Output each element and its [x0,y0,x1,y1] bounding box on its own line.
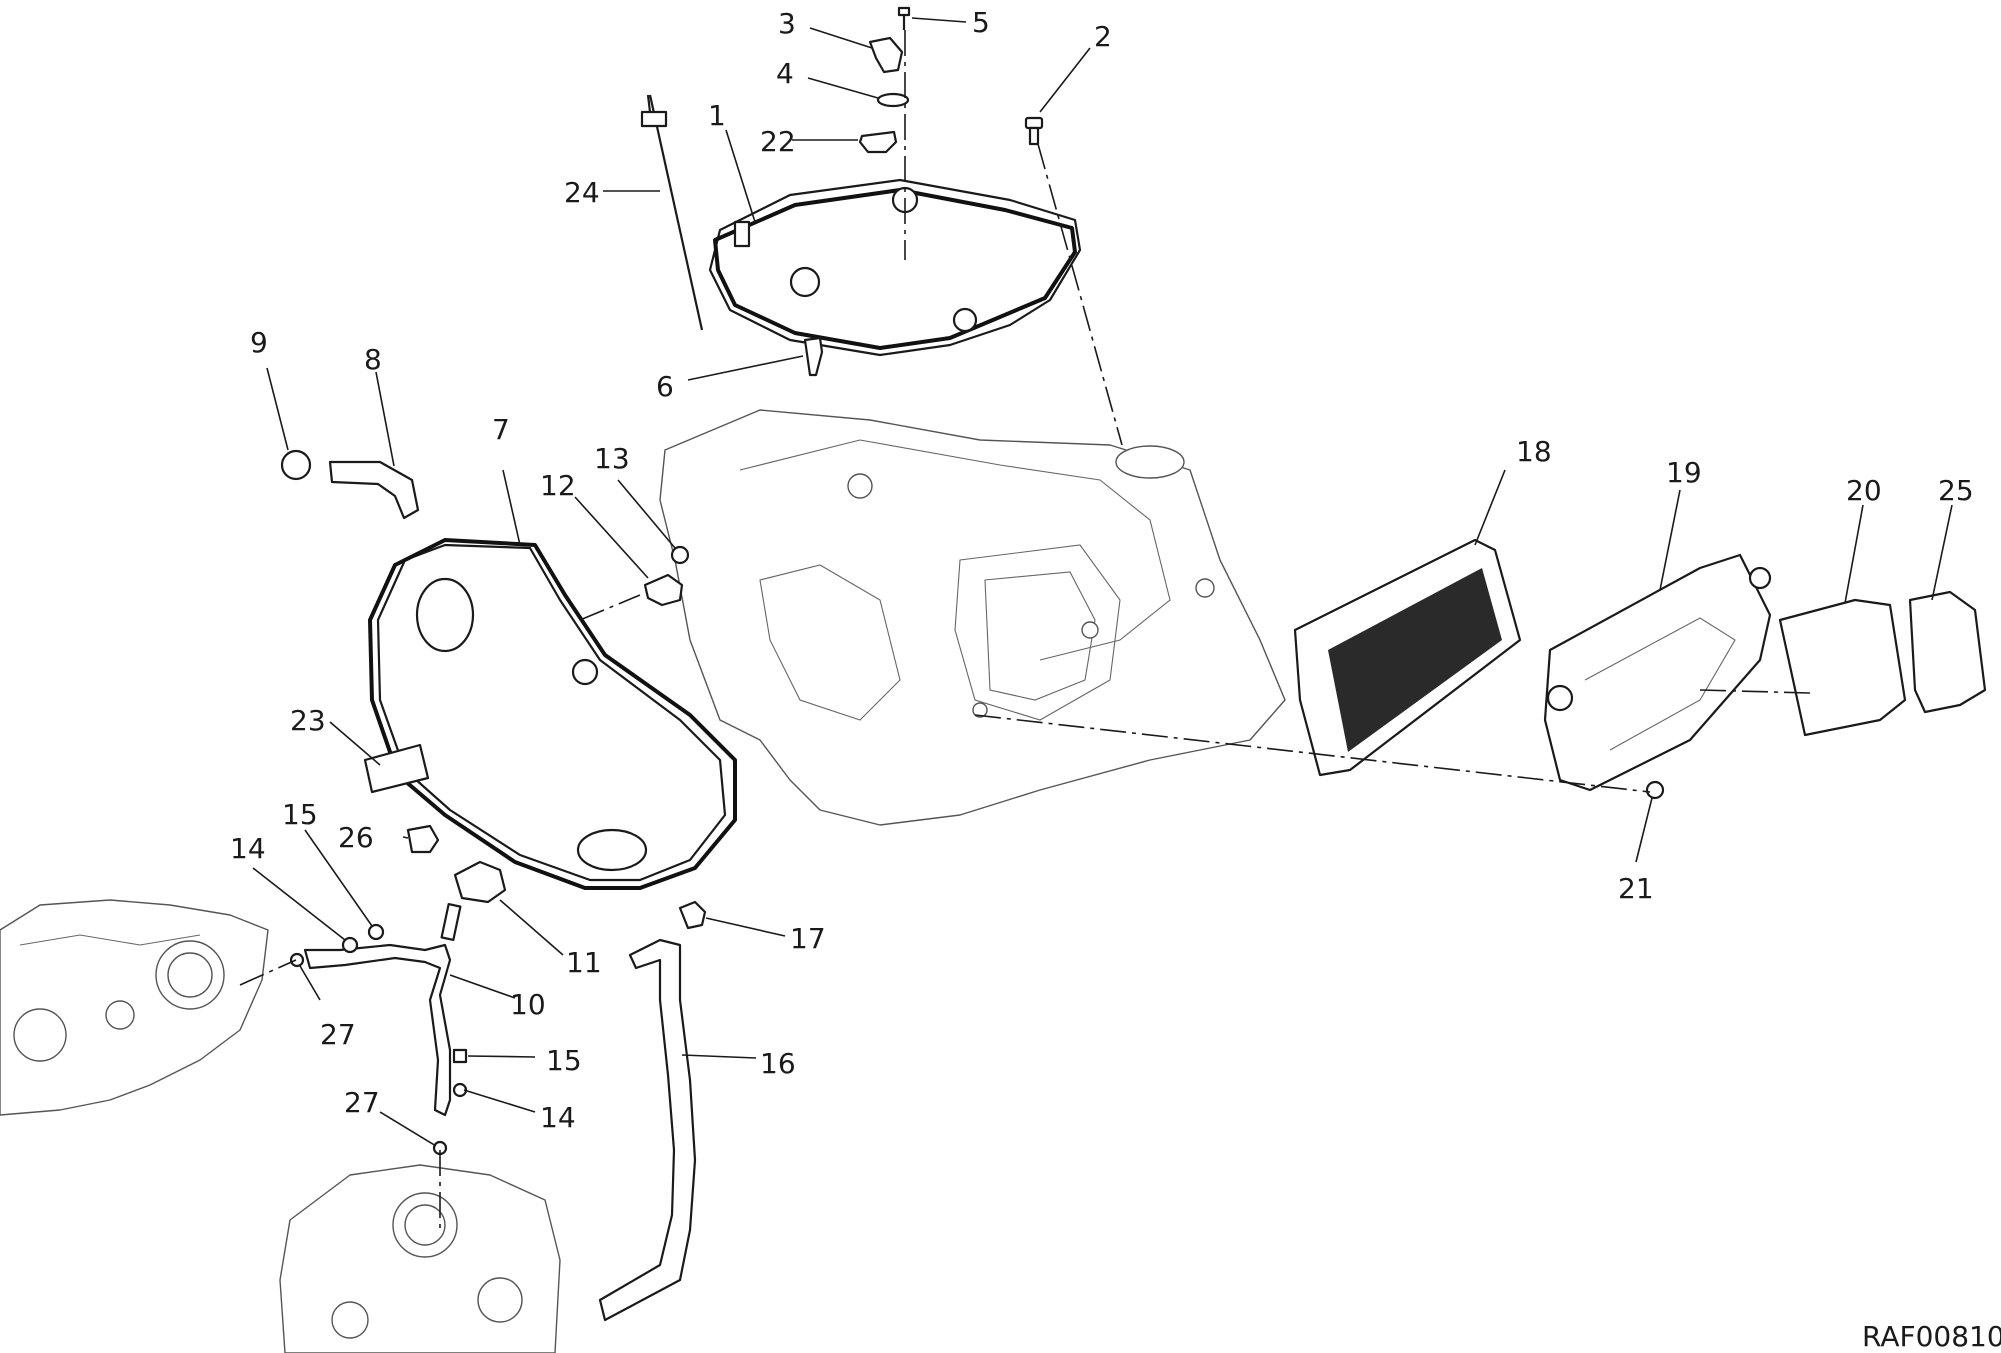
part-9-clamp [280,449,312,481]
part-10-stub [440,903,462,941]
leader-lines [252,17,1953,1147]
part-24-dipstick [640,94,704,331]
callout-22: 22 [760,125,796,158]
part-14a-washer [341,936,359,954]
part-1-upper-cover [708,178,1082,357]
callout-14a: 14 [230,832,266,865]
part-10-breather-pipe [303,943,452,1117]
reference-code: RAF00810 [1862,1320,2001,1353]
part-23-pad [363,743,430,794]
callout-labels: 1 2 3 4 5 6 7 8 9 10 11 12 13 14 14 15 1… [230,6,1974,1134]
callout-25: 25 [1938,474,1974,507]
callout-12: 12 [540,469,576,502]
assembly-axes [239,30,1811,1230]
part-27a-oring [289,952,305,968]
part-15a-screw [367,923,385,941]
callout-15b: 15 [546,1044,582,1077]
part-21-screw [1645,780,1665,800]
callout-9: 9 [250,326,268,359]
cylinder-head-left-ghost [0,899,269,1116]
callout-18: 18 [1516,435,1552,468]
part-2-bolt [1024,116,1044,146]
part-4-oring [876,92,910,108]
part-12-clip [643,573,684,607]
callout-27b: 27 [344,1086,380,1119]
callout-7: 7 [492,413,510,446]
callout-5: 5 [972,6,990,39]
part-19-filter-housing [1543,553,1772,792]
part-7-side-cover [368,538,737,890]
cylinder-head-bottom-ghost [279,1164,561,1353]
callout-10: 10 [510,988,546,1021]
part-13-nut [670,545,690,565]
callout-4: 4 [776,57,794,90]
callout-21: 21 [1618,872,1654,905]
part-5-screw [897,6,911,30]
part-17-fitting [678,900,707,930]
part-15b-screw [452,1048,468,1064]
part-18-air-filter [1293,538,1522,777]
airbox-body-ghost [659,409,1286,826]
callout-20: 20 [1846,474,1882,507]
callout-24: 24 [564,176,600,209]
callout-2: 2 [1094,20,1112,53]
part-8-hose [328,460,420,520]
callout-15a: 15 [282,798,318,831]
part-6-clip [803,336,824,377]
callout-23: 23 [290,704,326,737]
part-22-grommet [858,130,898,154]
callout-3: 3 [778,7,796,40]
callout-16: 16 [760,1047,796,1080]
callout-14b: 14 [540,1101,576,1134]
part-25-grille [1908,590,1987,714]
part-11-clip [453,860,507,904]
part-26-plug [406,824,440,854]
callout-27a: 27 [320,1018,356,1051]
callout-8: 8 [364,343,382,376]
callout-1: 1 [708,99,726,132]
callout-13: 13 [594,442,630,475]
part-3-elbow [868,36,904,74]
callout-17: 17 [790,922,826,955]
part-16-drain-hose [598,938,697,1322]
callout-6: 6 [656,370,674,403]
callout-19: 19 [1666,456,1702,489]
part-20-duct [1778,598,1907,737]
callout-26: 26 [338,821,374,854]
callout-11: 11 [566,946,602,979]
